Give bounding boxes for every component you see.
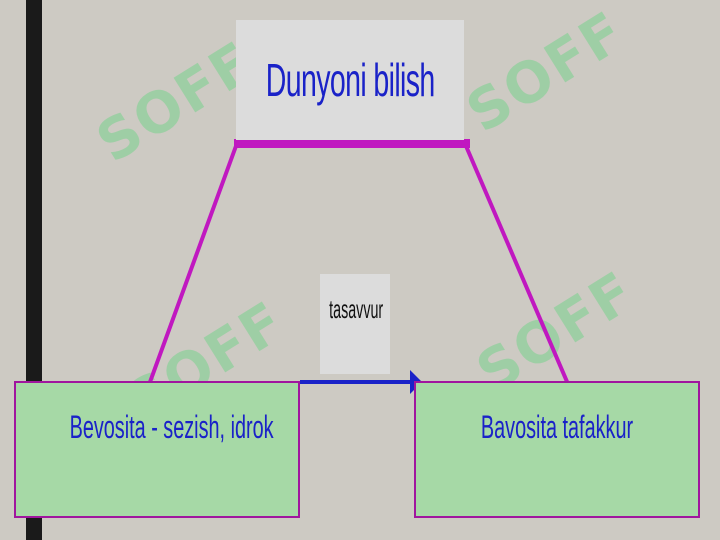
edge-label: tasavvur — [329, 294, 384, 324]
node-right-label: Bavosita tafakkur — [480, 409, 634, 445]
title-underline-bar — [234, 139, 470, 148]
title-box: Dunyoni bilish — [236, 20, 464, 140]
node-left-label: Bevosita - sezish, idrok — [69, 409, 274, 445]
left-connector-line — [148, 145, 238, 383]
node-right: Bavosita tafakkur — [414, 381, 700, 518]
edge-label-box: tasavvur — [320, 274, 390, 374]
node-left: Bevosita - sezish, idrok — [14, 381, 300, 518]
diagram-title: Dunyoni bilish — [265, 54, 436, 106]
right-connector-line — [464, 145, 570, 385]
